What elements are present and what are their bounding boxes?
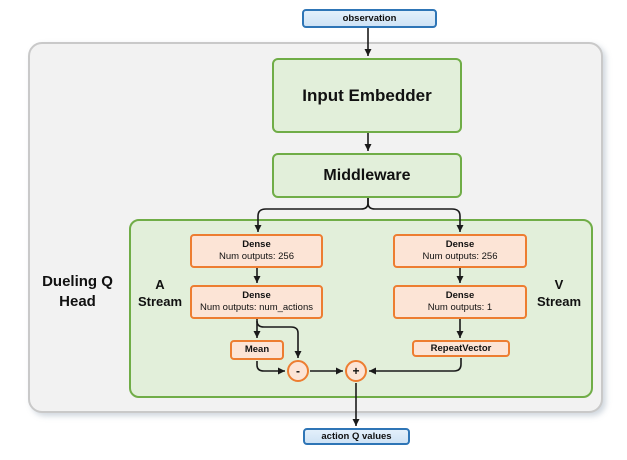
dueling-q-head-label: Dueling Q Head (42, 273, 113, 311)
repeat-vector-label: RepeatVector (430, 342, 492, 354)
repeat-vector-node: RepeatVector (412, 340, 510, 357)
dense-a1-title: Dense (242, 239, 271, 251)
minus-operator-label: - (296, 364, 300, 378)
dense-a2-title: Dense (242, 290, 271, 302)
dense-v2-title: Dense (445, 290, 475, 302)
plus-operator-label: + (352, 364, 360, 378)
dense-a1-subtitle: Num outputs: 256 (219, 251, 294, 262)
middleware-node: Middleware (272, 153, 462, 198)
mean-label: Mean (244, 344, 270, 356)
action-q-values-node: action Q values (303, 428, 410, 445)
input-embedder-label: Input Embedder (302, 85, 432, 105)
a-stream-label: A Stream (137, 277, 183, 309)
mean-node: Mean (230, 340, 284, 360)
dense-a2-node: Dense Num outputs: num_actions (190, 285, 323, 319)
observation-label: observation (342, 13, 397, 24)
observation-node: observation (302, 9, 437, 28)
dense-v1-subtitle: Num outputs: 256 (422, 251, 498, 262)
dense-v1-title: Dense (445, 239, 475, 251)
input-embedder-node: Input Embedder (272, 58, 462, 133)
middleware-label: Middleware (323, 166, 411, 184)
minus-operator-node: - (287, 360, 309, 382)
dense-a1-node: Dense Num outputs: 256 (190, 234, 323, 268)
plus-operator-node: + (345, 360, 367, 382)
dense-v1-node: Dense Num outputs: 256 (393, 234, 527, 268)
dense-a2-subtitle: Num outputs: num_actions (199, 302, 313, 313)
action-q-values-label: action Q values (321, 431, 392, 442)
v-stream-label: V Stream (536, 277, 582, 309)
dense-v2-node: Dense Num outputs: 1 (393, 285, 527, 319)
dense-v2-subtitle: Num outputs: 1 (427, 302, 493, 313)
